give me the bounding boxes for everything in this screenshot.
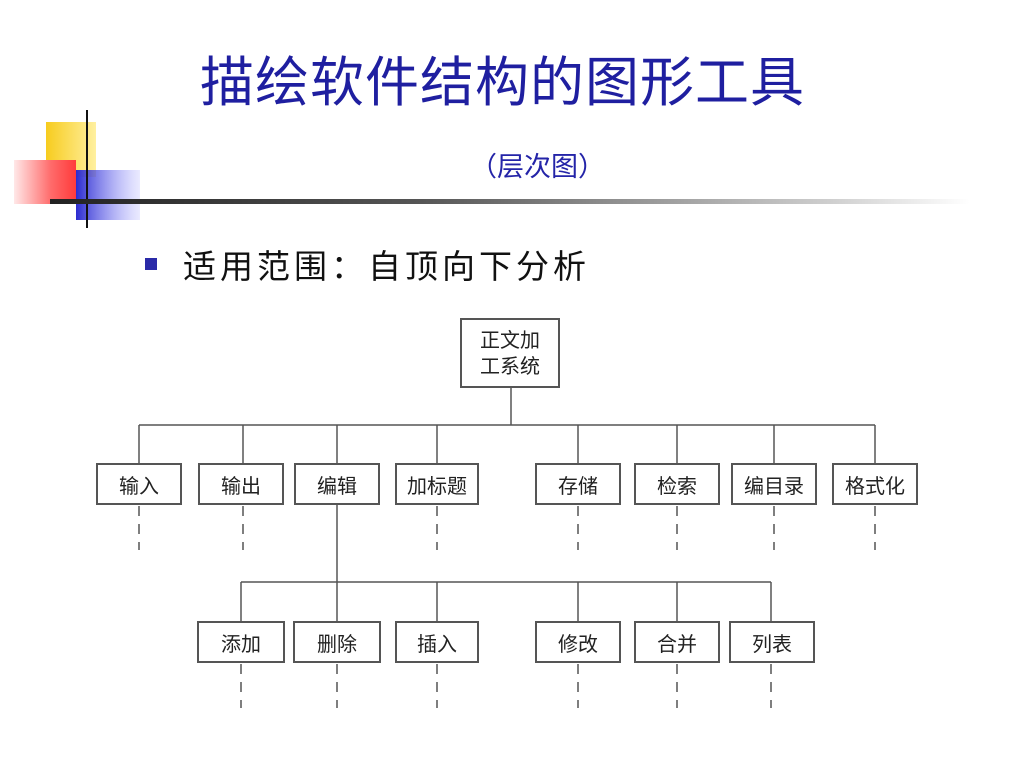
node-edit: 编辑 — [294, 463, 380, 505]
node-append: 添加 — [197, 621, 285, 663]
node-delete: 删除 — [293, 621, 381, 663]
corner-decoration — [0, 100, 150, 240]
node-store: 存储 — [535, 463, 621, 505]
bullet-item: 适用范围：自顶向下分析 — [145, 240, 590, 288]
node-root: 正文加 工系统 — [460, 318, 560, 388]
node-add-title: 加标题 — [395, 463, 479, 505]
node-input: 输入 — [96, 463, 182, 505]
node-format: 格式化 — [832, 463, 918, 505]
node-index: 编目录 — [731, 463, 817, 505]
slide-subtitle: （层次图） — [470, 152, 605, 183]
bullet-text: 适用范围：自顶向下分析 — [183, 247, 590, 286]
node-modify: 修改 — [535, 621, 621, 663]
node-merge: 合并 — [634, 621, 720, 663]
header-divider — [50, 199, 970, 204]
node-root-line2: 工系统 — [480, 354, 540, 378]
node-search: 检索 — [634, 463, 720, 505]
corner-decoration-graphic — [14, 110, 140, 228]
node-insert: 插入 — [395, 621, 479, 663]
node-root-line1: 正文加 — [480, 328, 540, 352]
node-output: 输出 — [198, 463, 284, 505]
slide-title: 描绘软件结构的图形工具 — [200, 51, 805, 114]
node-list: 列表 — [729, 621, 815, 663]
bullet-square-icon — [145, 258, 157, 270]
